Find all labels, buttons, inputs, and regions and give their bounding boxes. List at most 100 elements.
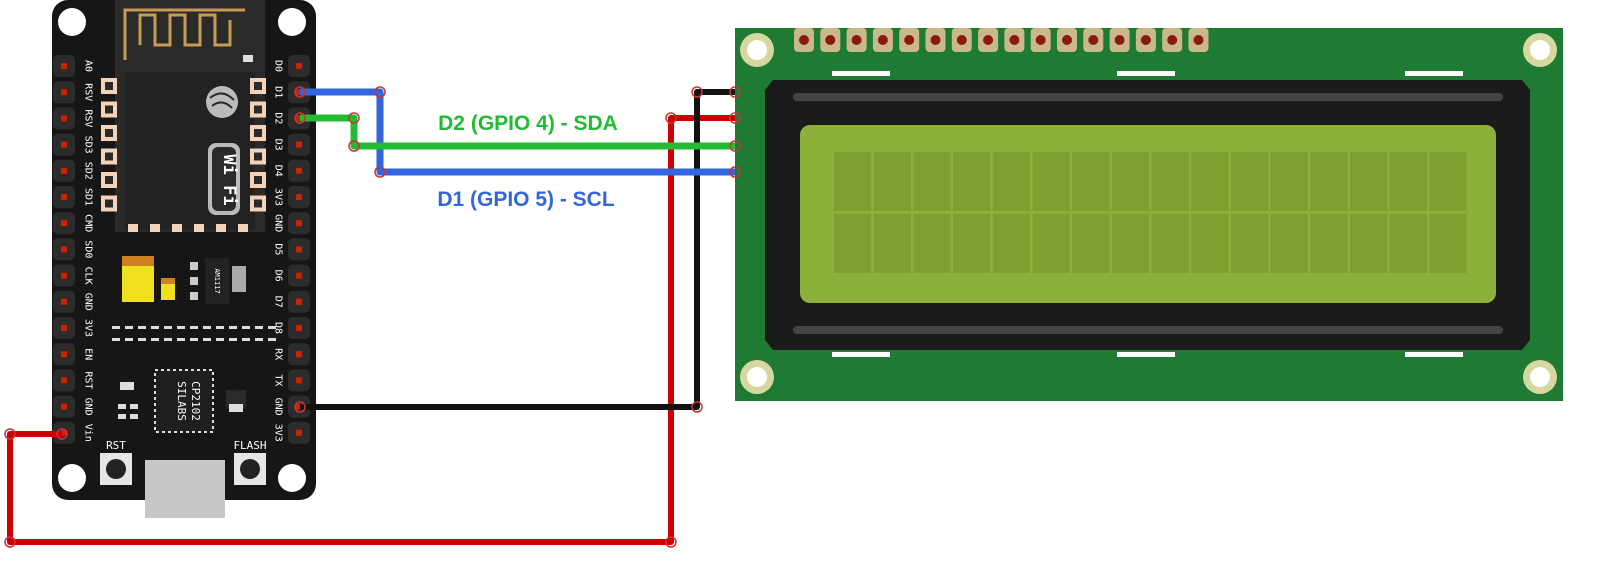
- pin-dot: [61, 351, 67, 358]
- pin-dot: [61, 167, 67, 174]
- pin-dot: [296, 141, 302, 148]
- lcd-cell: [1231, 152, 1269, 211]
- lcd-cell: [953, 214, 991, 273]
- pin-label-right: GND: [273, 214, 284, 232]
- pin-label-left: SD3: [83, 136, 94, 154]
- reset-button-label: RST: [106, 439, 126, 452]
- sda-wire: [300, 114, 735, 150]
- voltage-regulator: [205, 258, 229, 304]
- pin-label-right: D8: [273, 322, 284, 334]
- module-pad: [216, 224, 226, 232]
- pin-label-right: D7: [273, 296, 284, 308]
- lcd-pin-hole: [1140, 35, 1151, 45]
- pin-label-right: GND: [273, 398, 284, 416]
- lcd-cell: [992, 152, 1030, 211]
- wire-joint: [56, 428, 68, 440]
- pin-dot: [61, 272, 67, 279]
- wire-joint: [294, 401, 306, 413]
- lcd-pin-hole: [877, 35, 888, 45]
- capacitor: [122, 262, 154, 302]
- pin-label-right: TX: [273, 374, 284, 386]
- lcd-pin-hole: [1114, 35, 1125, 45]
- wire-joint: [729, 166, 741, 178]
- lcd-cell: [1270, 214, 1308, 273]
- pin-label-left: GND: [83, 398, 94, 416]
- pin-dot: [61, 377, 67, 384]
- lcd-cell: [834, 152, 872, 211]
- wire-joint: [665, 536, 677, 548]
- scl-wire: [300, 88, 735, 176]
- lcd-cell: [1111, 152, 1150, 211]
- pin-dot: [296, 167, 302, 174]
- capacitor-small: [161, 282, 175, 300]
- pin-label-left: SD0: [83, 240, 94, 258]
- wire-joint: [729, 140, 741, 152]
- pin-label-left: CMD: [83, 214, 94, 232]
- module-pad: [194, 224, 204, 232]
- pin-label-left: RST: [83, 371, 94, 389]
- led-smd: [243, 55, 253, 62]
- lcd-cell: [873, 214, 911, 273]
- pin-label-right: D0: [273, 60, 284, 72]
- wire-joint: [4, 536, 16, 548]
- mount-hole: [58, 464, 86, 492]
- lcd-cell: [913, 214, 951, 273]
- module-pad: [238, 224, 248, 232]
- pin-label-right: D6: [273, 270, 284, 282]
- lcd-pin-hole: [1088, 35, 1099, 45]
- lcd-cell: [1429, 214, 1467, 273]
- pin-label-left: RSV: [83, 109, 94, 127]
- pin-label-right: D4: [273, 165, 284, 177]
- lcd-cell: [1151, 214, 1189, 273]
- pin-dot: [296, 220, 302, 227]
- lcd-cell: [1151, 152, 1189, 211]
- pin-dot: [61, 298, 67, 305]
- lcd-cell: [913, 152, 951, 211]
- lcd-pin-hole: [983, 35, 994, 45]
- pin-dot: [296, 89, 302, 96]
- pin-dot: [61, 403, 67, 410]
- smd-row: [112, 326, 276, 341]
- lcd-cell: [873, 152, 911, 211]
- lcd-pin-hole: [1193, 35, 1204, 45]
- pin-dot: [296, 403, 302, 410]
- mount-hole: [58, 8, 86, 36]
- ground-wire: [300, 89, 735, 410]
- lcd-cell: [1032, 152, 1070, 211]
- lcd-pin-hole: [851, 35, 862, 45]
- lcd-cell: [1032, 214, 1070, 273]
- wire-joint: [729, 112, 741, 124]
- wifi-logo-label: Wi Fi: [219, 154, 239, 205]
- mount-hole: [278, 464, 306, 492]
- vin-wire: [7, 115, 735, 545]
- pin-label-right: D2: [273, 112, 284, 124]
- pin-label-right: RX: [273, 348, 284, 360]
- lcd-pin-hole: [904, 35, 915, 45]
- wire-joint: [348, 140, 360, 152]
- lcd-cell: [1310, 152, 1348, 211]
- lcd-pin-hole: [930, 35, 941, 45]
- pin-label-left: SD2: [83, 162, 94, 180]
- flash-button-label: FLASH: [233, 439, 266, 452]
- pin-dot: [296, 194, 302, 200]
- lcd-cell: [1350, 214, 1388, 273]
- lcd-cell: [1270, 152, 1308, 211]
- pin-dot: [61, 115, 67, 122]
- lcd-cell: [1310, 214, 1348, 273]
- lcd-header-pins: [793, 28, 1209, 54]
- pin-dot: [61, 325, 67, 331]
- pin-dot: [61, 89, 67, 96]
- wire-joint: [4, 428, 16, 440]
- pin-dot: [61, 429, 67, 436]
- pin-dot: [296, 115, 302, 122]
- usb-connector: [145, 460, 225, 518]
- lcd-pin-hole: [956, 35, 967, 45]
- sda-wire-label: D2 (GPIO 4) - SDA: [438, 112, 618, 135]
- pin-dot: [296, 298, 302, 305]
- lcd-pin-hole: [1062, 35, 1072, 45]
- module-pad: [172, 224, 182, 232]
- pin-dot: [296, 246, 302, 253]
- lcd-cell: [1350, 152, 1388, 211]
